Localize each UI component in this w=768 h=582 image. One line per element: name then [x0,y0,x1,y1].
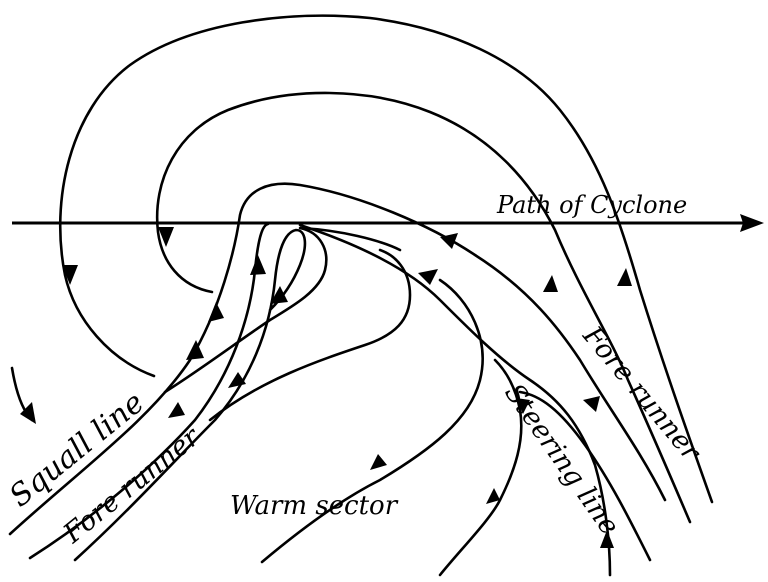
flow-arrow [186,340,204,360]
flow-arrow [228,372,246,388]
flow-arrow [208,302,224,322]
flow-arrow [486,488,500,504]
flow-arrow [516,398,530,414]
flow-arrow [617,268,632,286]
flow-arrow [62,265,78,285]
flow-arrow [583,396,600,412]
warm-sector-label: Warm sector [230,491,399,521]
steering-streamline-1 [438,358,523,577]
path-of-cyclone-label: Path of Cyclone [496,191,687,219]
flow-arrow [168,402,185,418]
flow-arrow [270,286,288,304]
inner-loop-streamline-2 [73,228,307,562]
flow-arrow [20,402,36,424]
flow-arrow [370,454,387,470]
fore-runner-right-label: Fore runner [576,320,708,469]
warm-sector-streamline [260,278,484,564]
second-loop-streamline [155,91,692,524]
flow-arrow [250,255,266,275]
inner-loop-streamline-3 [163,226,402,394]
steering-streamline-3 [518,390,652,562]
path-of-cyclone-arrowhead [740,214,764,232]
flow-arrow [600,530,614,548]
flow-arrow [418,269,438,285]
steering-streamline-2 [298,223,612,577]
flow-arrow [158,227,174,247]
flow-arrow [543,275,558,292]
inner-loop-streamline-1 [28,222,270,560]
flow-arrow [440,233,458,249]
third-loop-streamline [8,182,667,536]
outer-loop-streamline [58,14,714,504]
